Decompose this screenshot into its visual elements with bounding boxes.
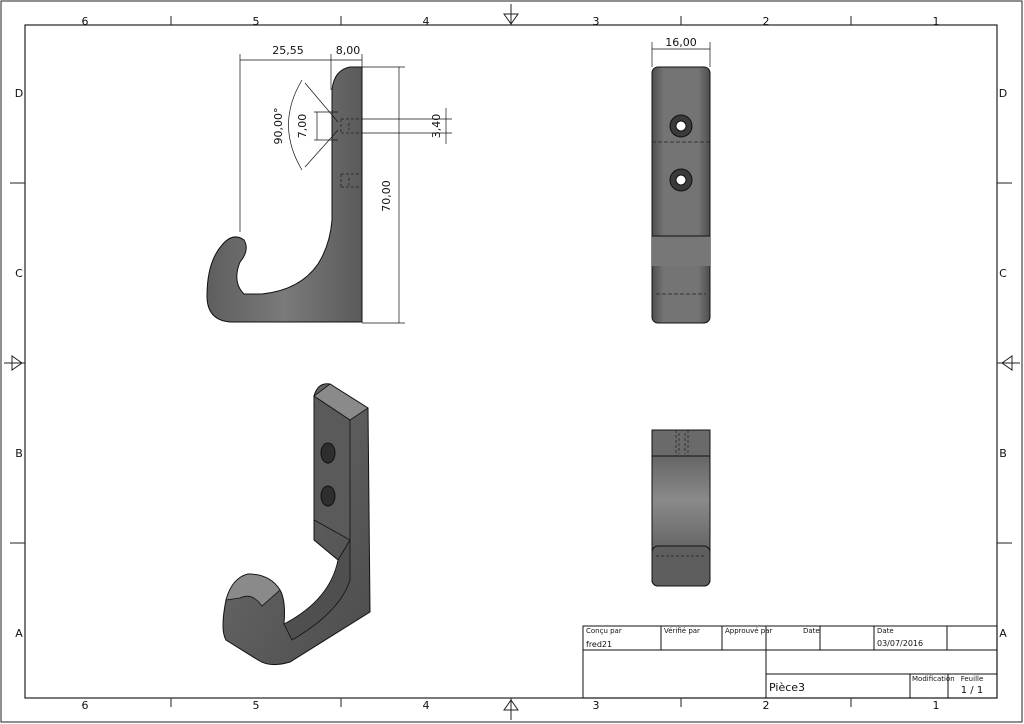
top-view (651, 429, 711, 587)
row-label-right-d: D (999, 87, 1007, 100)
tb-date-value: 03/07/2016 (877, 639, 923, 648)
row-label-left-b: B (15, 447, 23, 460)
row-label-left-d: D (15, 87, 23, 100)
col-label-top-6: 6 (82, 15, 89, 28)
zone-ticks (10, 16, 1012, 707)
centering-arrows (4, 4, 1020, 720)
dim-width-back: 8,00 (336, 44, 361, 57)
iso-hole-upper (320, 442, 336, 464)
iso-hole-lower (320, 485, 336, 507)
title-block (582, 625, 998, 699)
dim-height: 70,00 (380, 180, 393, 212)
row-label-right-c: C (999, 267, 1007, 280)
isometric-view (222, 383, 371, 666)
row-label-left-a: A (15, 627, 23, 640)
tb-approved-by-label: Approuvé par (725, 627, 773, 635)
col-label-bottom-6: 6 (82, 699, 89, 712)
mounting-hole-lower (669, 168, 693, 192)
col-label-bottom-2: 2 (763, 699, 770, 712)
dim-csk: 7,00 (296, 114, 309, 139)
col-label-top-2: 2 (763, 15, 770, 28)
side-view: 25,55 8,00 70,00 90,00° 7,00 3,40 (206, 44, 452, 324)
col-label-bottom-1: 1 (933, 699, 940, 712)
mounting-hole-upper (669, 114, 693, 138)
col-label-top-1: 1 (933, 15, 940, 28)
row-label-right-a: A (999, 627, 1007, 640)
col-label-bottom-5: 5 (253, 699, 260, 712)
tb-checked-by-label: Vérifié par (664, 627, 700, 635)
col-label-top-5: 5 (253, 15, 260, 28)
row-label-left-c: C (15, 267, 23, 280)
row-label-right-b: B (999, 447, 1007, 460)
dim-hole: 3,40 (430, 114, 443, 139)
tb-sheet-label: Feuille (961, 675, 984, 683)
tb-part-name: Pièce3 (769, 681, 805, 694)
col-label-top-4: 4 (423, 15, 430, 28)
front-view: 16,00 (651, 36, 711, 324)
tb-designed-by-value: fred21 (586, 640, 612, 649)
inner-border (24, 24, 998, 699)
tb-designed-by-label: Conçu par (586, 627, 622, 635)
dim-front-width: 16,00 (665, 36, 697, 49)
tb-date-label-2: Date (877, 627, 894, 635)
col-label-top-3: 3 (593, 15, 600, 28)
dim-width-hook: 25,55 (272, 44, 304, 57)
col-label-bottom-3: 3 (593, 699, 600, 712)
dim-angle: 90,00° (272, 108, 285, 145)
front-view-body (651, 66, 711, 324)
tb-date-label-1: Date (803, 627, 820, 635)
tb-sheet-value: 1 / 1 (961, 685, 983, 696)
tb-modification-label: Modification (912, 675, 955, 683)
hook-side-profile (206, 66, 363, 323)
col-label-bottom-4: 4 (423, 699, 430, 712)
